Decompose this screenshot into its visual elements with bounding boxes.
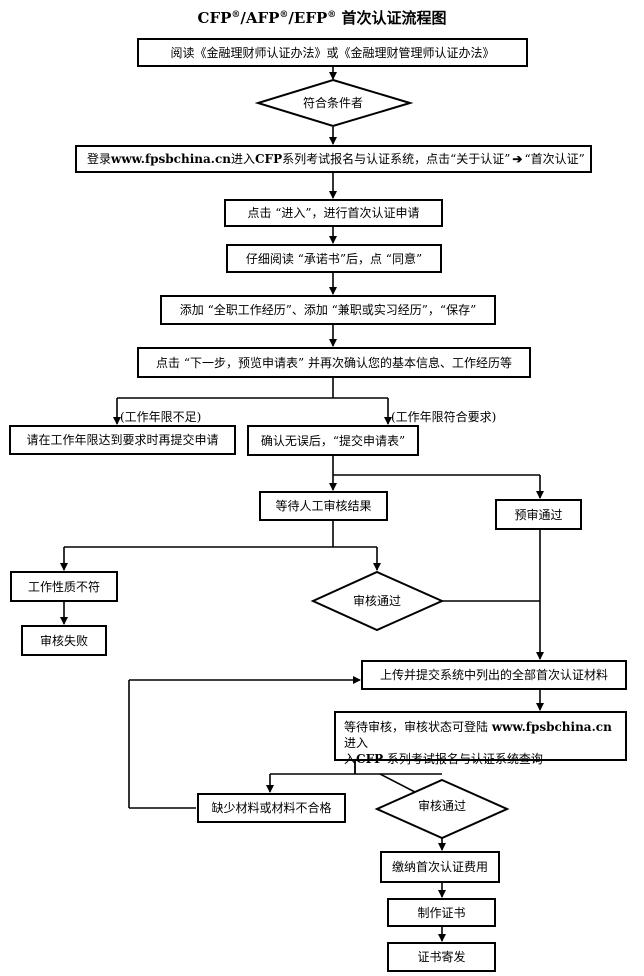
eligible-diamond xyxy=(254,78,414,128)
years-insufficient-note: (工作年限不足) xyxy=(120,410,202,424)
read-commitment-box: 仔细阅读 “承诺书”后，点 “同意” xyxy=(226,244,442,273)
click-enter-box: 点击 “进入”，进行首次认证申请 xyxy=(224,199,443,227)
review-fail-box: 审核失败 xyxy=(21,625,107,656)
nature-mismatch-box: 工作性质不符 xyxy=(10,571,118,602)
confirm-submit-box: 确认无误后，“提交申请表” xyxy=(247,425,419,456)
review-pass-1-diamond xyxy=(310,570,445,632)
review-pass-2-diamond xyxy=(374,778,510,840)
missing-materials-box: 缺少材料或材料不合格 xyxy=(197,793,346,823)
pre-review-pass-box: 预审通过 xyxy=(495,499,582,530)
upload-materials-box: 上传并提交系统中列出的全部首次认证材料 xyxy=(361,660,627,690)
login-box: 登录 www.fpsbchina.cn 进入 CFP 系列考试报名与认证系统，点… xyxy=(75,145,592,173)
arrow-right-icon: ➔ xyxy=(512,152,523,166)
wait-manual-box: 等待人工审核结果 xyxy=(259,491,388,521)
years-sufficient-note: (工作年限符合要求) xyxy=(391,410,497,424)
review-pass-1-label: 审核通过 xyxy=(352,594,401,608)
read-rules-box: 阅读《金融理财师认证办法》或《金融理财管理师认证办法》 xyxy=(137,38,528,67)
eligible-label: 符合条件者 xyxy=(302,96,363,110)
review-pass-2-label: 审核通过 xyxy=(417,799,466,813)
add-experience-box: 添加 “全职工作经历”、添加 “兼职或实习经历”，“保存” xyxy=(160,295,496,325)
page-title: CFP®/AFP®/EFP® 首次认证流程图 xyxy=(197,9,447,27)
pay-fee-box: 缴纳首次认证费用 xyxy=(380,851,500,883)
make-certificate-box: 制作证书 xyxy=(387,898,496,927)
submit-later-box: 请在工作年限达到要求时再提交申请 xyxy=(9,425,236,455)
next-step-box: 点击 “下一步，预览申请表” 并再次确认您的基本信息、工作经历等 xyxy=(137,347,531,378)
wait-review-box: 等待审核，审核状态可登陆 www.fpsbchina.cn 进入 入CFP 系列… xyxy=(334,711,627,766)
mail-certificate-box: 证书寄发 xyxy=(387,942,496,972)
